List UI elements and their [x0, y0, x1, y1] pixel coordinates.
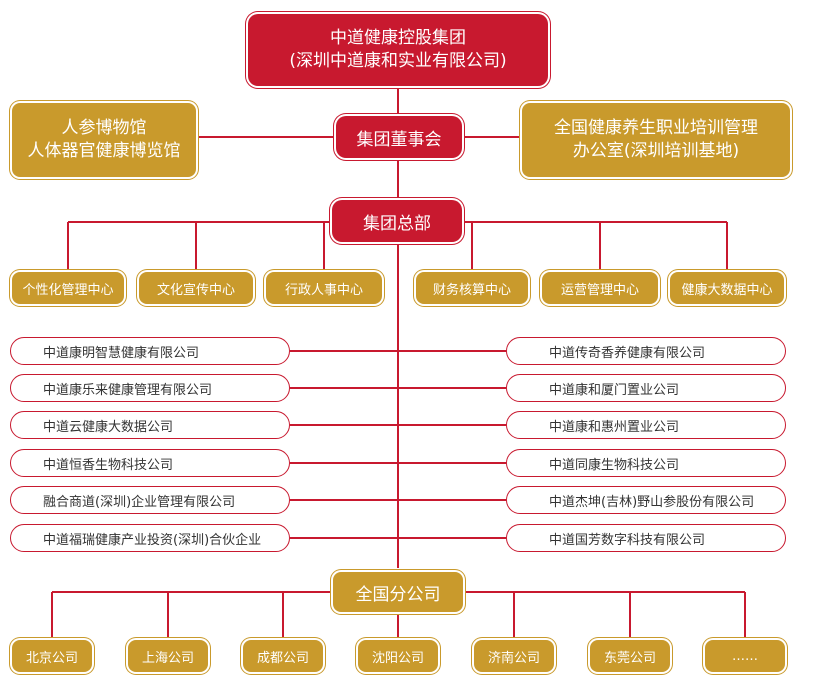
- company-box: 中道康乐来健康管理有限公司: [10, 374, 290, 402]
- center-box: 健康大数据中心: [670, 272, 784, 304]
- branch-label: ……: [732, 648, 758, 664]
- company-box: 中道杰坤(吉林)野山参股份有限公司: [506, 486, 786, 514]
- group-top-box: 中道健康控股集团 (深圳中道康和实业有限公司): [248, 14, 548, 86]
- company-label: 中道国芳数字科技有限公司: [549, 532, 706, 548]
- company-label: 中道杰坤(吉林)野山参股份有限公司: [549, 494, 755, 510]
- company-label: 中道传奇香养健康有限公司: [549, 345, 706, 361]
- company-box: 中道传奇香养健康有限公司: [506, 337, 786, 365]
- center-box: 运营管理中心: [542, 272, 658, 304]
- company-label: 中道同康生物科技公司: [549, 457, 680, 473]
- company-box: 融合商道(深圳)企业管理有限公司: [10, 486, 290, 514]
- branch-box: 沈阳公司: [358, 640, 438, 672]
- group-company: (深圳中道康和实业有限公司): [289, 51, 507, 71]
- center-box: 行政人事中心: [266, 272, 382, 304]
- hq-box: 集团总部: [332, 200, 462, 242]
- company-label: 中道恒香生物科技公司: [43, 457, 174, 473]
- branch-box: 济南公司: [474, 640, 554, 672]
- center-label: 健康大数据中心: [681, 282, 773, 298]
- company-box: 中道云健康大数据公司: [10, 411, 290, 439]
- branch-box: 成都公司: [243, 640, 323, 672]
- branch-box-more: ……: [705, 640, 785, 672]
- company-label: 中道云健康大数据公司: [43, 419, 174, 435]
- training-line1: 全国健康养生职业培训管理: [554, 118, 758, 139]
- company-label: 中道康和惠州置业公司: [549, 419, 680, 435]
- training-office-box: 全国健康养生职业培训管理 办公室(深圳培训基地): [522, 103, 790, 177]
- center-box: 个性化管理中心: [12, 272, 124, 304]
- center-box: 财务核算中心: [416, 272, 528, 304]
- hq-label: 集团总部: [363, 213, 431, 234]
- group-name: 中道健康控股集团: [330, 28, 466, 49]
- branch-label: 上海公司: [141, 650, 194, 666]
- branch-box: 上海公司: [128, 640, 208, 672]
- museum-line2: 人体器官健康博览馆: [27, 141, 181, 161]
- branch-hub-label: 全国分公司: [355, 584, 441, 605]
- company-label: 中道康和厦门置业公司: [549, 382, 680, 398]
- center-label: 文化宣传中心: [156, 282, 235, 298]
- company-box: 中道同康生物科技公司: [506, 449, 786, 477]
- board-box: 集团董事会: [336, 116, 462, 158]
- training-line2: 办公室(深圳培训基地): [572, 141, 740, 161]
- company-box: 中道恒香生物科技公司: [10, 449, 290, 477]
- company-box: 中道康和厦门置业公司: [506, 374, 786, 402]
- branch-label: 成都公司: [256, 650, 309, 666]
- company-label: 中道康乐来健康管理有限公司: [43, 382, 213, 398]
- company-box: 中道福瑞健康产业投资(深圳)合伙企业: [10, 524, 290, 552]
- center-label: 行政人事中心: [284, 282, 363, 298]
- branch-box: 东莞公司: [590, 640, 670, 672]
- branch-box: 北京公司: [12, 640, 92, 672]
- company-label: 中道福瑞健康产业投资(深圳)合伙企业: [43, 532, 262, 548]
- branch-label: 东莞公司: [603, 650, 656, 666]
- board-label: 集团董事会: [356, 129, 442, 150]
- branch-label: 沈阳公司: [371, 650, 424, 666]
- center-label: 运营管理中心: [560, 282, 639, 298]
- company-box: 中道康明智慧健康有限公司: [10, 337, 290, 365]
- center-box: 文化宣传中心: [139, 272, 253, 304]
- branch-label: 北京公司: [25, 650, 78, 666]
- branch-hub-box: 全国分公司: [333, 572, 463, 612]
- center-label: 财务核算中心: [432, 282, 511, 298]
- company-label: 融合商道(深圳)企业管理有限公司: [43, 494, 236, 510]
- company-label: 中道康明智慧健康有限公司: [43, 345, 200, 361]
- company-box: 中道国芳数字科技有限公司: [506, 524, 786, 552]
- museum-box: 人参博物馆 人体器官健康博览馆: [12, 103, 196, 177]
- museum-line1: 人参博物馆: [61, 118, 147, 139]
- branch-label: 济南公司: [487, 650, 540, 666]
- company-box: 中道康和惠州置业公司: [506, 411, 786, 439]
- center-label: 个性化管理中心: [22, 282, 114, 298]
